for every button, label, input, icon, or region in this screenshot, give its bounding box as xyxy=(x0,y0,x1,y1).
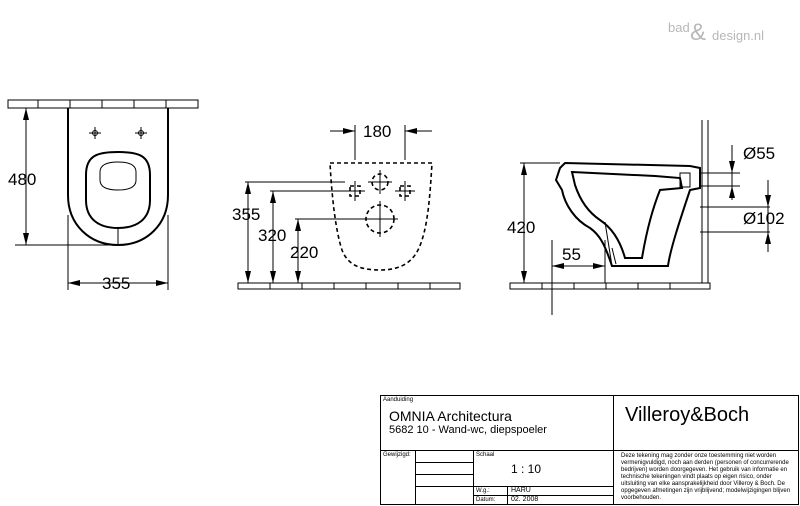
dim-height-355: 355 xyxy=(232,205,260,224)
label-aanduiding: Aanduiding xyxy=(383,397,414,403)
divider-vertical xyxy=(613,396,614,450)
label-datum: Datum: xyxy=(476,497,496,503)
dim-dia-102: Ø102 xyxy=(743,209,785,228)
label-schaal: Schaal xyxy=(476,452,495,458)
dim-height-320: 320 xyxy=(258,226,286,245)
product-description: 5682 10 - Wand-wc, diepspoeler xyxy=(389,424,547,436)
disclaimer-text: Deze tekening mag zonder onze toestemmin… xyxy=(621,453,791,501)
divider-horizontal xyxy=(381,450,798,451)
brand-logo: Villeroy&Boch xyxy=(625,404,750,426)
fixing-view xyxy=(237,125,461,290)
watermark-suffix: design.nl xyxy=(712,28,764,43)
wg-value: HARU xyxy=(511,487,531,494)
label-wg: W.g.: xyxy=(476,488,490,494)
scale-value: 1 : 10 xyxy=(511,462,542,476)
dim-height-220: 220 xyxy=(290,243,318,262)
side-view xyxy=(509,120,771,315)
product-name: OMNIA Architectura xyxy=(389,408,512,424)
top-view xyxy=(7,99,199,290)
label-gewijzigd: Gewijzigd: xyxy=(383,452,411,458)
dim-width-355: 355 xyxy=(102,274,130,293)
dim-height-420: 420 xyxy=(507,218,535,237)
title-block: Aanduiding OMNIA Architectura 5682 10 - … xyxy=(380,395,799,505)
watermark: bad & design.nl xyxy=(668,19,764,46)
datum-value: 02. 2008 xyxy=(511,496,539,503)
dim-offset-55: 55 xyxy=(562,245,581,264)
dim-fix-width-180: 180 xyxy=(363,122,391,141)
revision-grid: Gewijzigd: Schaal 1 : 10 W.g.: HARU Datu… xyxy=(381,450,613,504)
dim-length-480: 480 xyxy=(8,170,36,189)
watermark-prefix: bad xyxy=(668,20,690,35)
watermark-ampersand: & xyxy=(690,19,706,46)
dim-dia-55: Ø55 xyxy=(743,144,775,163)
